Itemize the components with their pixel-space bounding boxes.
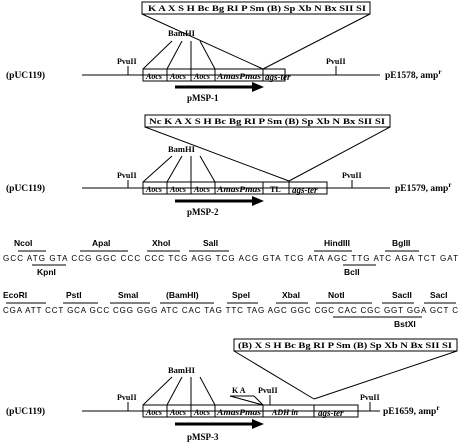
pvuii-site-label: PvuII xyxy=(258,386,278,395)
enzyme-label: SalI xyxy=(203,238,218,248)
enzyme-label: KpnI xyxy=(37,267,56,277)
aocs-element: Aocs xyxy=(145,408,162,417)
aocs-element: Aocs xyxy=(169,72,186,81)
tl-element: TL xyxy=(270,185,281,194)
enzyme-label: BclI xyxy=(344,267,360,277)
enzyme-label: EcoRI xyxy=(3,290,27,300)
bamhi-site-label: BamHI xyxy=(168,365,196,375)
polylinker-sites-label: (B) X S H Bc Bg RI P Sm (B) Sp Xb N Bx S… xyxy=(238,341,452,350)
aocs-element: Aocs xyxy=(193,408,210,417)
enzyme-label: SpeI xyxy=(232,290,250,300)
ags-ter-element: ags-ter xyxy=(318,408,344,418)
enzyme-label: (BamHI) xyxy=(166,290,199,300)
plasmid-name-label: pE1659, ampr xyxy=(383,404,439,417)
bamhi-site-label: BamHI xyxy=(168,28,196,38)
polylinker-sites-box xyxy=(141,1,371,15)
pvuii-site-label: PvuII xyxy=(117,171,137,180)
aocs-element: Aocs xyxy=(145,72,162,81)
vector-name-label: (pUC119) xyxy=(6,183,45,194)
polylinker-sites-label: Nc K A X S H Bc Bg RI P Sm (B) Sp Xb N B… xyxy=(149,117,385,126)
enzyme-label: SacI xyxy=(430,290,448,300)
construct-pmsp1: K A X S H Bc Bg RI P Sm (B) Sp Xb N Bx S… xyxy=(6,1,441,103)
enzyme-label: XbaI xyxy=(282,290,300,300)
enzyme-label: SmaI xyxy=(118,290,138,300)
construct-name: pMSP-2 xyxy=(187,207,219,217)
aocs-element: Aocs xyxy=(193,185,210,194)
ags-ter-element: ags-ter xyxy=(265,72,291,82)
vector-name-label: (pUC119) xyxy=(6,70,45,81)
polylinker-sites-box xyxy=(144,114,391,128)
enzyme-label: ApaI xyxy=(92,238,110,248)
pvuii-site-label: PvuII xyxy=(326,57,346,66)
ka-sites-label: K A xyxy=(232,386,246,395)
polylinker-sites-label: K A X S H Bc Bg RI P Sm (B) Sp Xb N Bx S… xyxy=(148,4,366,13)
plasmid-name-label: pE1578, ampr xyxy=(385,68,441,81)
aocs-element: Aocs xyxy=(169,408,186,417)
construct-pmsp3: (B) X S H Bc Bg RI P Sm (B) Sp Xb N Bx S… xyxy=(6,338,458,442)
mcs-sequence-line-1: NcoI ApaI XhoI SalI HindIII BglII GCC AT… xyxy=(3,238,458,277)
enzyme-label: BglII xyxy=(392,238,410,248)
adh-intron-element: ADH in xyxy=(271,408,299,417)
pvuii-site-label: PvuII xyxy=(117,393,137,402)
enzyme-label: PstI xyxy=(66,290,82,300)
amas-pmas-element: AmasPmas xyxy=(216,72,261,81)
construct-name: pMSP-3 xyxy=(187,432,219,442)
enzyme-label: BstXI xyxy=(394,319,416,329)
plasmid-name-label: pE1579, ampr xyxy=(395,181,451,194)
mcs-sequence-line-2: EcoRI PstI SmaI (BamHI) SpeI XbaI NotI S… xyxy=(3,290,458,329)
amas-pmas-element: AmasPmas xyxy=(216,185,261,194)
polylinker-sites-box xyxy=(233,338,458,352)
enzyme-label: NcoI xyxy=(14,238,32,248)
dna-sequence: CGA ATT CCT GCA GCC CGG GGG ATC CAC TAG … xyxy=(3,306,458,315)
amas-pmas-element: AmasPmas xyxy=(216,408,261,417)
aocs-element: Aocs xyxy=(145,185,162,194)
enzyme-label: NotI xyxy=(328,290,345,300)
construct-pmsp2: Nc K A X S H Bc Bg RI P Sm (B) Sp Xb N B… xyxy=(6,114,451,217)
enzyme-label: SacII xyxy=(392,290,412,300)
aocs-element: Aocs xyxy=(169,185,186,194)
enzyme-label: XhoI xyxy=(152,238,170,248)
bamhi-site-label: BamHI xyxy=(168,144,196,154)
pvuii-site-label: PvuII xyxy=(360,393,380,402)
pvuii-site-label: PvuII xyxy=(117,57,137,66)
enzyme-label: HindIII xyxy=(324,238,350,248)
pvuii-site-label: PvuII xyxy=(342,171,362,180)
construct-name: pMSP-1 xyxy=(187,93,219,103)
dna-sequence: GCC ATG GTA CCG GGC CCC CCC TCG AGG TCG … xyxy=(3,254,458,263)
vector-name-label: (pUC119) xyxy=(6,406,45,417)
aocs-element: Aocs xyxy=(193,72,210,81)
ags-ter-element: ags-ter xyxy=(292,185,318,195)
